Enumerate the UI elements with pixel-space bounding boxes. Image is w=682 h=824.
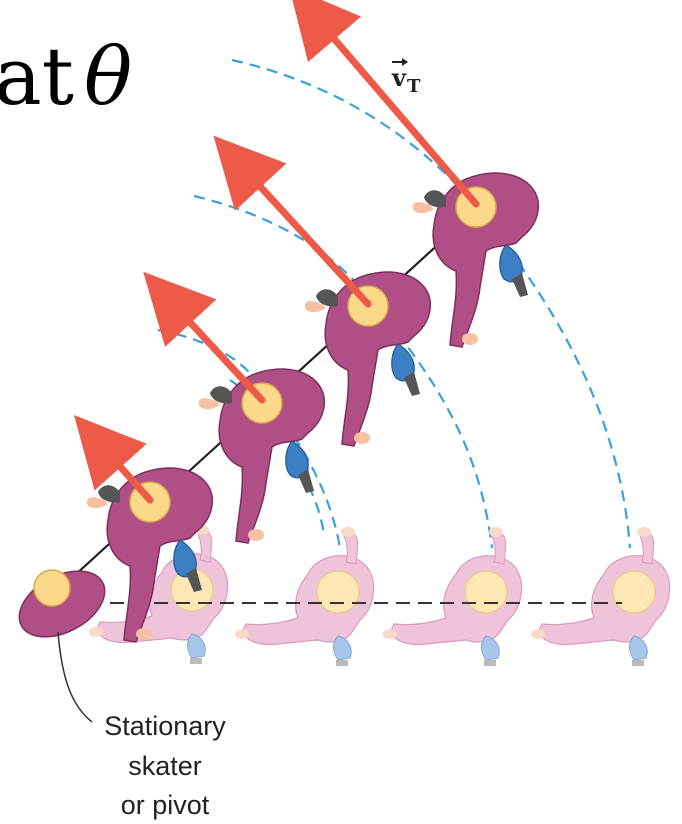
velocity-arrow-4 — [288, 0, 480, 208]
ghost-skater-4 — [530, 526, 671, 667]
callout-leader — [57, 631, 93, 723]
dashed-path-outer — [231, 58, 632, 549]
ghost-skater-3 — [382, 526, 523, 667]
stationary-pivot-skater — [18, 569, 106, 638]
velocity-arrow-2 — [143, 271, 266, 404]
skater-3 — [304, 271, 432, 447]
vector-overbar-arrow-icon — [402, 58, 408, 66]
pivot-head — [33, 569, 71, 607]
dashed-path-2 — [157, 328, 342, 549]
title-prefix: at — [0, 30, 74, 123]
pivot-callout: Stationary skater or pivot — [104, 711, 226, 820]
callout-line-1: Stationary — [104, 711, 226, 741]
callout-line-2: skater — [128, 751, 202, 781]
ghost-skater-2 — [234, 526, 375, 667]
callout-line-3: or pivot — [121, 790, 210, 820]
vector-label-subscript: T — [407, 76, 421, 97]
pivot-body — [18, 570, 106, 638]
velocity-arrow-1 — [73, 415, 154, 504]
vector-label: v T — [391, 58, 421, 97]
velocity-arrows — [73, 0, 480, 504]
vector-label-v: v — [391, 63, 407, 92]
velocity-arrow-3 — [213, 135, 372, 308]
title-theta: θ — [84, 30, 132, 123]
